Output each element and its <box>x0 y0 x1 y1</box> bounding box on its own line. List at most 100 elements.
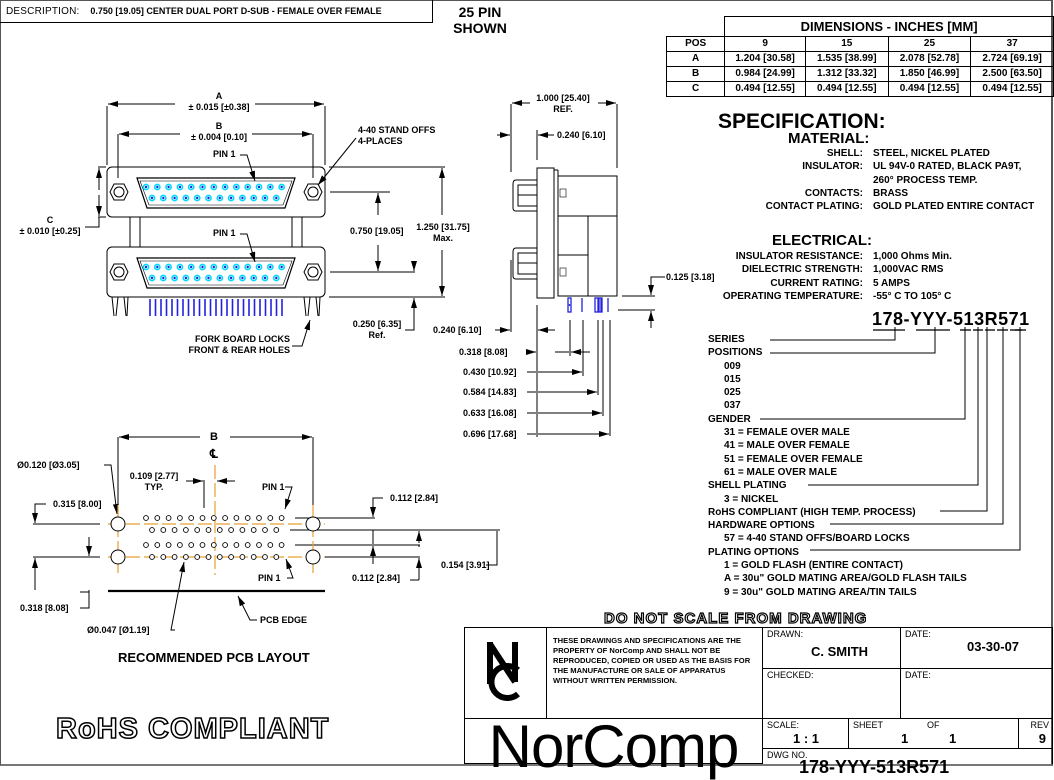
contact-pin-center <box>241 196 244 200</box>
pcb-pin-hole <box>256 515 262 521</box>
table-row: C 0.494 [12.55] 0.494 [12.55] 0.494 [12.… <box>665 81 1054 97</box>
pcb-pin-hole <box>239 554 246 560</box>
spec-value: 5 AMPS <box>873 277 910 289</box>
depth-dim: 1.000 [25.40]REF. <box>536 93 590 114</box>
logo-cell <box>465 628 547 719</box>
contact-pin-center <box>275 196 278 200</box>
contact-pin-center <box>144 185 148 189</box>
contact-pin-center <box>269 265 272 269</box>
checked-cell: CHECKED: <box>763 669 901 719</box>
spec-value: 260° PROCESS TEMP. <box>873 174 978 186</box>
contact-pin-center <box>246 265 249 269</box>
pcb-pin-hole <box>188 515 195 521</box>
dwg-no-cell: DWG NO. 178-YYY-513R571 <box>763 749 1053 777</box>
dim-b-label: B± 0.004 [0.10] <box>191 121 247 142</box>
date2-cell: DATE: <box>901 669 1053 719</box>
contact-pin-center <box>156 265 159 269</box>
pitch-dim: 0.109 [2.77]TYP. <box>129 471 179 492</box>
contact-pin-center <box>207 276 210 280</box>
contact-pin-center <box>173 196 176 200</box>
bottom-dim: 0.318 [8.08] <box>459 347 508 357</box>
contact-pin-center <box>212 185 215 189</box>
dim-c-label: C± 0.010 [±0.25] <box>19 215 81 236</box>
pcb-edge-label: PCB EDGE <box>260 615 308 625</box>
dimensions-header-row: POS 9 15 25 37 <box>665 36 1054 52</box>
pcb-pin-hole <box>244 542 251 548</box>
pcb-pin-hole <box>177 515 183 521</box>
legend-item: A = 30u" GOLD MATING AREA/GOLD FLASH TAI… <box>724 573 967 585</box>
do-not-scale-notice: DO NOT SCALE FROM DRAWING <box>603 609 868 627</box>
upper-connector-shell <box>106 166 326 218</box>
legend-item: 037 <box>724 400 741 412</box>
contact-pin-center <box>144 265 148 269</box>
pcb-layout-title: RECOMMENDED PCB LAYOUT <box>118 650 310 665</box>
board-lock <box>111 296 129 317</box>
pcb-pin-hole <box>267 515 274 521</box>
legend-item: 025 <box>724 387 741 399</box>
drawn-label: DRAWN: <box>767 629 804 639</box>
side-boardlock <box>512 247 537 280</box>
pcb-pin-hole <box>267 542 274 548</box>
contact-pin-center <box>252 276 255 280</box>
contact-pin-center <box>218 276 221 280</box>
legend-item: 61 = MALE OVER MALE <box>724 466 838 478</box>
legend-item: 009 <box>724 360 741 372</box>
pcb-pin-hole <box>205 554 212 560</box>
contact-pin-center <box>235 185 238 189</box>
table-cell: 0.494 [12.55] <box>804 81 889 97</box>
contact-pin-center <box>196 196 199 200</box>
row-spacing-dim: 0.112 [2.84] <box>390 493 439 503</box>
dwg-no-label: DWG NO. <box>767 750 808 760</box>
contact-pin-center <box>263 196 267 200</box>
pcb-pin-hole <box>165 542 172 548</box>
date-label: DATE: <box>905 629 931 639</box>
legend-item: 31 = FEMALE OVER MALE <box>724 427 850 439</box>
sheet-label: SHEET <box>853 720 884 730</box>
flange-dim: 0.240 [6.10] <box>557 130 606 140</box>
pcb-pin-hole <box>222 515 228 521</box>
pcb-pin1-top: PIN 1 <box>262 482 285 492</box>
legend-item: SERIES <box>708 334 745 345</box>
legend-item: RoHS COMPLIANT (HIGH TEMP. PROCESS) <box>708 506 916 518</box>
spec-value: GOLD PLATED ENTIRE CONTACT <box>873 201 1035 213</box>
checked-label: CHECKED: <box>767 670 814 680</box>
pcb-pin-hole <box>273 554 280 560</box>
norcomp-logo-icon <box>487 642 520 701</box>
electrical-title: ELECTRICAL: <box>772 232 872 249</box>
legend-item: HARDWARE OPTIONS <box>708 520 815 532</box>
bottom-dim: 0.240 [6.10] <box>433 325 482 335</box>
pcb-pin-hole <box>233 542 240 548</box>
scale-label: SCALE: <box>767 720 800 730</box>
pcb-pin-hole <box>171 554 178 560</box>
pcb-pin-hole <box>143 515 149 521</box>
legend-item: POSITIONS <box>708 347 763 359</box>
centerline-symbol: ℄ <box>210 447 218 461</box>
pcb-pin-hole <box>210 542 217 548</box>
dim-a-label: A± 0.015 [±0.38] <box>188 91 250 112</box>
bottom-dim: 0.633 [16.08] <box>463 408 517 418</box>
rohs-compliant-badge: RoHS COMPLIANT <box>55 712 330 746</box>
pcb-pin-hole <box>149 554 155 560</box>
side-pin-tails <box>567 297 609 313</box>
ref-dim: 0.250 [6.35]Ref. <box>352 319 402 340</box>
pin-hole-dim: Ø0.047 [Ø1.19] <box>87 625 150 635</box>
rev-value: 9 <box>1038 731 1046 746</box>
pcb-pin-hole <box>228 554 234 560</box>
legend-item: SHELL PLATING <box>708 480 787 492</box>
sheet-value: 1 <box>901 731 909 746</box>
port-gap-dim: 0.154 [3.91] <box>441 560 490 570</box>
pcb-pin-hole <box>278 515 285 521</box>
contact-pin-center <box>184 196 188 200</box>
side-flange <box>536 167 555 299</box>
mount-hole-dim: Ø0.120 [Ø3.05] <box>17 460 80 470</box>
pcb-pin-hole <box>210 515 217 521</box>
pcb-pin-hole <box>256 542 262 548</box>
pcb-pin-hole <box>228 527 234 533</box>
pcb-pin-hole <box>154 515 161 521</box>
offset-bottom-dim: 0.318 [8.08] <box>20 603 69 613</box>
contact-pin-center <box>275 276 278 280</box>
contact-pin-center <box>257 185 261 189</box>
